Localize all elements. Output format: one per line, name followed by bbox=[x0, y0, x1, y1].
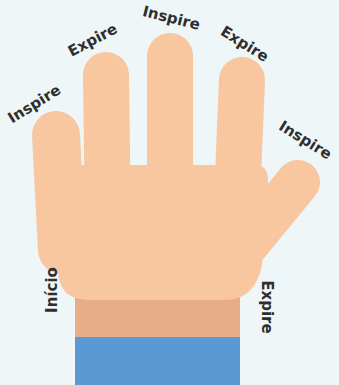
palm bbox=[58, 165, 268, 300]
sleeve bbox=[75, 335, 240, 385]
step-label: Inspire bbox=[140, 2, 201, 34]
step-label: Expire bbox=[258, 280, 276, 333]
step-label: Início bbox=[43, 267, 61, 313]
step-label: Inspire bbox=[275, 117, 334, 163]
